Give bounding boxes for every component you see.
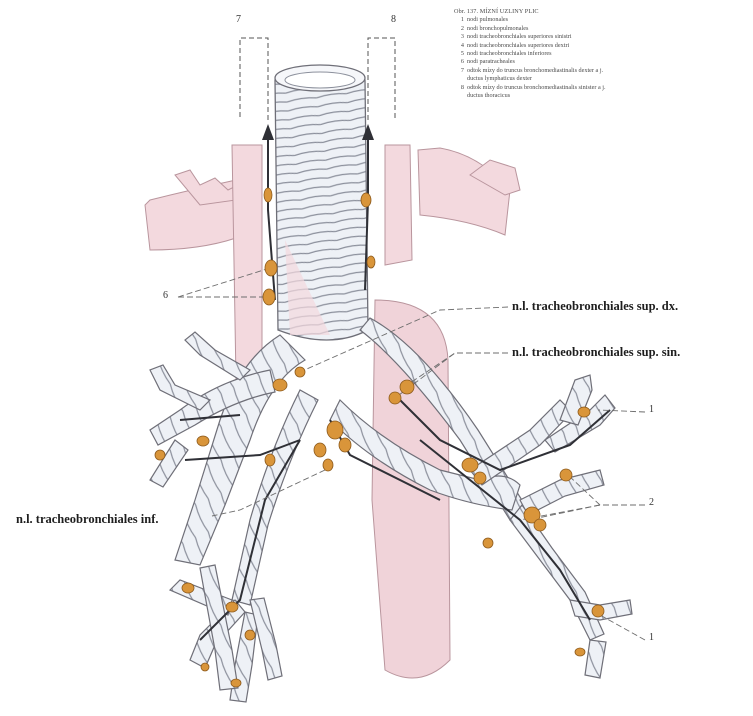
- label-1-upper: 1: [649, 404, 654, 415]
- label-2: 2: [649, 497, 654, 508]
- legend-text: odtok mízy do truncus bronchomediastinal…: [467, 84, 750, 92]
- legend-text: nodi tracheobronchiales inferiores: [467, 50, 750, 58]
- legend-text: nodi tracheobronchiales superiores sinis…: [467, 33, 750, 41]
- legend-text: nodi pulmonales: [467, 16, 750, 24]
- legend-number: 6: [454, 58, 467, 66]
- legend-number: 8: [454, 84, 467, 92]
- legend-item: ductus lymphaticus dexter: [454, 75, 750, 83]
- label-7: 7: [236, 14, 241, 25]
- label-inf: n.l. tracheobronchiales inf.: [16, 512, 158, 527]
- legend-text: ductus lymphaticus dexter: [467, 75, 750, 83]
- legend-number: 3: [454, 33, 467, 41]
- legend-text: nodi bronchopulmonales: [467, 25, 750, 33]
- label-sup-dx: n.l. tracheobronchiales sup. dx.: [512, 299, 678, 314]
- legend-text: odtok mízy do truncus bronchomediastinal…: [467, 67, 750, 75]
- label-sup-sin: n.l. tracheobronchiales sup. sin.: [512, 345, 680, 360]
- label-1-lower: 1: [649, 632, 654, 643]
- caption-title: Obr. 137. MÍZNÍ UZLINY PLIC: [454, 8, 750, 16]
- legend-text: nodi paratracheales: [467, 58, 750, 66]
- legend-number: 4: [454, 42, 467, 50]
- label-8: 8: [391, 14, 396, 25]
- legend-number: 5: [454, 50, 467, 58]
- trachea: [275, 65, 368, 340]
- legend-item: ductus thoracicus: [454, 92, 750, 100]
- right-bronchial-tree: [150, 332, 318, 702]
- legend-text: nodi tracheobronchiales superiores dextr…: [467, 42, 750, 50]
- legend-number: 1: [454, 16, 467, 24]
- legend-number: [454, 75, 467, 83]
- label-6: 6: [163, 290, 168, 301]
- legend-number: 7: [454, 67, 467, 75]
- legend-number: 2: [454, 25, 467, 33]
- legend-number: [454, 92, 467, 100]
- legend-text: ductus thoracicus: [467, 92, 750, 100]
